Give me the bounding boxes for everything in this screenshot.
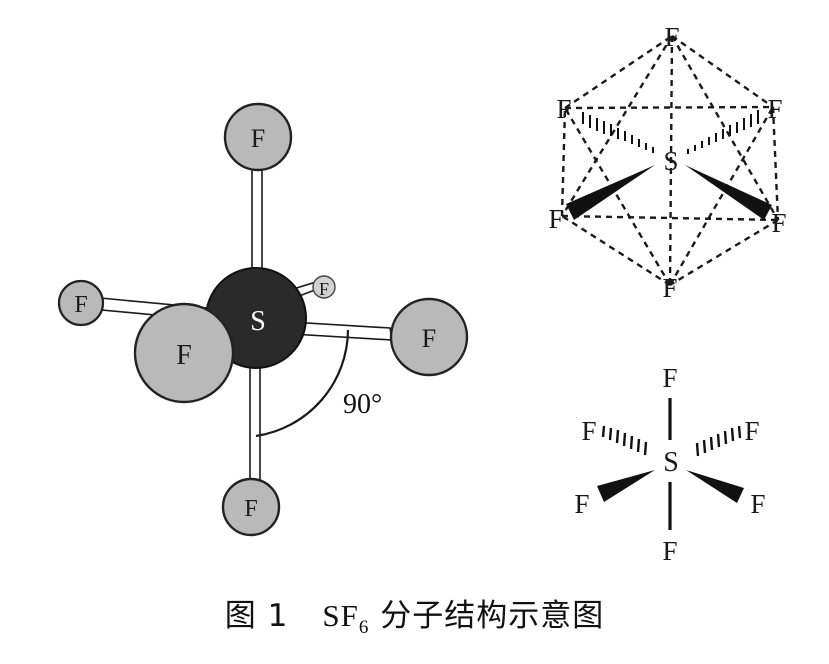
atom-f-back: F [312, 275, 336, 299]
figure-number: 图 1 [224, 598, 289, 634]
octahedron-hashed-bonds [582, 110, 759, 154]
oct-atom-f-front-right: F [771, 208, 786, 238]
atom-f-left: F [57, 279, 105, 327]
atom-f-bottom: F [221, 477, 281, 537]
wd-atom-f-top: F [662, 363, 677, 393]
caption-formula-main: SF [322, 598, 359, 633]
atom-label: F [74, 292, 87, 318]
oct-atom-s: S [663, 146, 678, 176]
octahedron-diagram: F F F S F F F [548, 22, 786, 303]
atom-label: F [251, 124, 265, 153]
hashed-bond-left [601, 425, 648, 456]
octahedron-wedge-left [566, 165, 655, 220]
ball-and-stick-model: F F F F F S F 90° [57, 102, 469, 537]
atom-f-top: F [223, 102, 293, 172]
oct-atom-f-front-left: F [548, 204, 563, 234]
atom-f-right: F [389, 297, 469, 377]
atom-label: F [422, 324, 436, 353]
caption-formula-subscript: 6 [358, 617, 370, 639]
atom-f-front: F [133, 302, 235, 404]
central-atom-label: S [250, 306, 266, 337]
octahedron-dashed-edges [560, 35, 780, 287]
octahedron-wedge-right [685, 165, 772, 220]
oct-atom-f-back-left: F [556, 94, 571, 124]
bond-top [251, 159, 263, 281]
angle-label: 90° [343, 389, 382, 420]
wd-atom-s: S [663, 447, 679, 478]
atom-label: F [176, 340, 192, 371]
hashed-bond-right [695, 425, 742, 457]
angle-arc [255, 329, 350, 438]
caption-formula: SF6 [322, 598, 369, 638]
caption-text: 分子结构示意图 [380, 598, 605, 634]
atom-label: F [319, 279, 329, 299]
solid-wedge-right [686, 470, 744, 503]
oct-atom-f-back-right: F [767, 94, 782, 124]
wedge-dash-structure: F F F S F F F [574, 363, 765, 566]
wd-atom-f-back-left: F [581, 416, 596, 446]
wd-atom-f-back-right: F [744, 416, 759, 446]
oct-atom-f-bottom: F [662, 273, 677, 303]
wd-atom-f-front-right: F [750, 489, 765, 519]
wd-atom-f-front-left: F [574, 489, 589, 519]
figure-caption: 图 1 SF6 分子结构示意图 [0, 590, 829, 639]
atom-label: F [244, 496, 257, 522]
oct-atom-f-top: F [664, 22, 679, 52]
wd-atom-f-bottom: F [662, 536, 677, 566]
solid-wedge-left [597, 470, 655, 502]
